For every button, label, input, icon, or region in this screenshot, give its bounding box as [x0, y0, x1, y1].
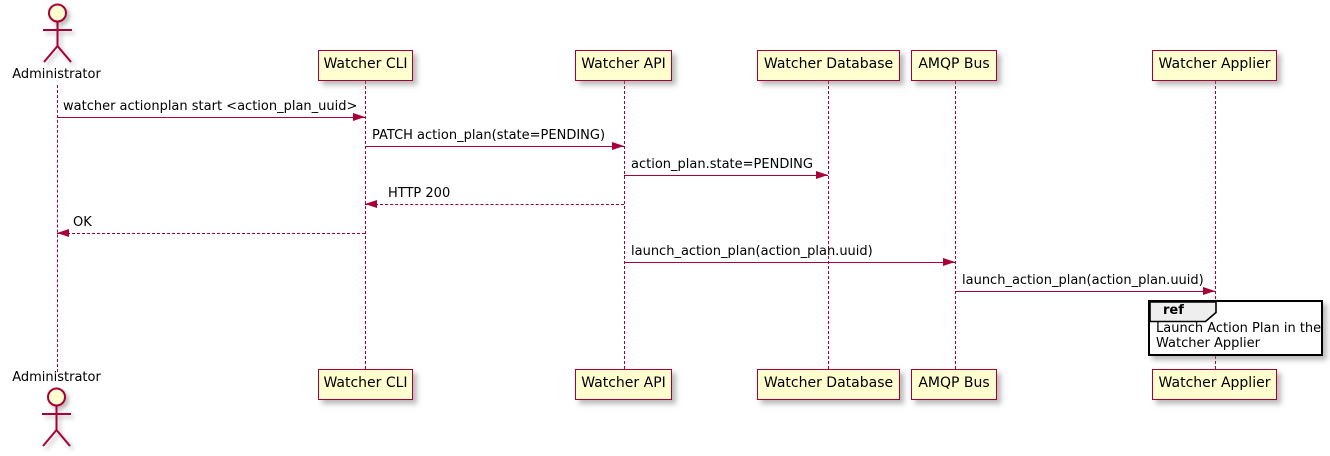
- message-7-label: launch_action_plan(action_plan.uuid): [962, 273, 1204, 288]
- message-5-line: [57, 233, 365, 234]
- actor-administrator-label-bottom: Administrator: [12, 370, 101, 385]
- message-7-line: [955, 291, 1215, 292]
- message-6-line: [624, 262, 955, 263]
- actor-administrator-label-top: Administrator: [12, 67, 101, 82]
- ref-text-line-1: Launch Action Plan in the: [1156, 321, 1322, 336]
- lifeline-watcher-cli: [365, 81, 366, 369]
- message-3-label: action_plan.state=PENDING: [631, 157, 813, 172]
- actor-administrator-icon: [43, 3, 72, 63]
- lifeline-administrator: [57, 85, 58, 372]
- message-5-arrowhead-icon: [57, 229, 69, 237]
- lifeline-watcher-database: [828, 81, 829, 369]
- participant-watcher-applier-top: Watcher Applier: [1152, 50, 1277, 81]
- message-4-label: HTTP 200: [388, 186, 451, 201]
- participant-watcher-applier-bottom: Watcher Applier: [1152, 369, 1277, 400]
- message-7-arrowhead-icon: [1203, 287, 1215, 295]
- ref-header-shape: [1149, 301, 1217, 323]
- message-3-arrowhead-icon: [816, 171, 828, 179]
- lifeline-watcher-applier: [1215, 81, 1216, 369]
- participant-watcher-api-bottom: Watcher API: [575, 369, 672, 400]
- participant-amqp-bus-top: AMQP Bus: [911, 50, 997, 81]
- participant-watcher-cli-bottom: Watcher CLI: [318, 369, 413, 400]
- ref-fragment-box: ref Launch Action Plan in the Watcher Ap…: [1148, 300, 1323, 356]
- ref-text: Launch Action Plan in the Watcher Applie…: [1156, 321, 1321, 351]
- message-6-label: launch_action_plan(action_plan.uuid): [631, 244, 873, 259]
- participant-watcher-database-top: Watcher Database: [757, 50, 900, 81]
- message-2-label: PATCH action_plan(state=PENDING): [372, 128, 606, 143]
- ref-text-line-2: Watcher Applier: [1156, 336, 1260, 351]
- participant-watcher-cli-top: Watcher CLI: [318, 50, 413, 81]
- participant-watcher-api-top: Watcher API: [575, 50, 672, 81]
- ref-keyword: ref: [1163, 303, 1184, 318]
- message-1-label: watcher actionplan start <action_plan_uu…: [63, 99, 358, 114]
- message-1-line: [57, 117, 365, 118]
- lifeline-watcher-api: [624, 81, 625, 369]
- message-6-arrowhead-icon: [943, 258, 955, 266]
- message-3-line: [624, 175, 828, 176]
- actor-administrator-icon-bottom: [42, 387, 71, 447]
- message-4-line: [365, 204, 624, 205]
- participant-amqp-bus-bottom: AMQP Bus: [911, 369, 997, 400]
- message-4-arrowhead-icon: [365, 200, 377, 208]
- message-2-arrowhead-icon: [612, 142, 624, 150]
- participant-watcher-database-bottom: Watcher Database: [757, 369, 900, 400]
- message-1-arrowhead-icon: [353, 113, 365, 121]
- lifeline-amqp-bus: [955, 81, 956, 369]
- message-5-label: OK: [73, 215, 92, 230]
- message-2-line: [365, 146, 624, 147]
